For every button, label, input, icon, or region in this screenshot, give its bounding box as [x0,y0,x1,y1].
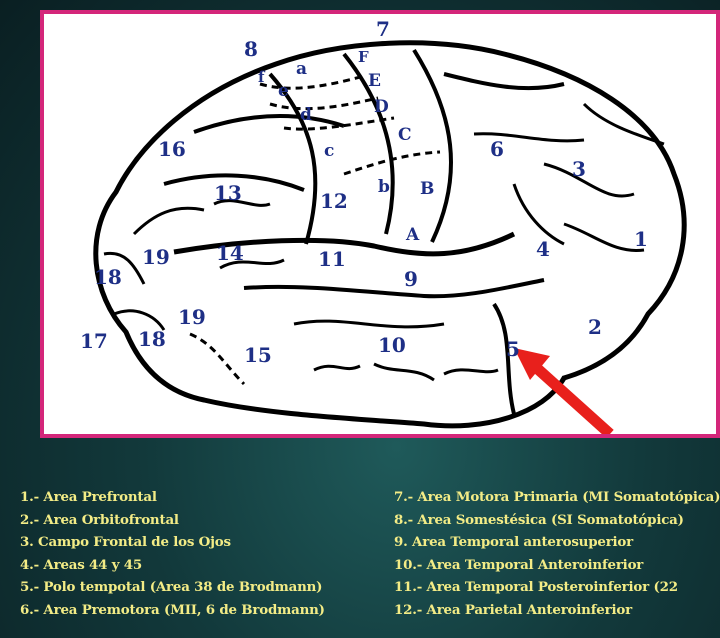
legend-item: 9. Area Temporal anterosuperior [394,534,634,551]
subdivision-label: e [278,81,289,101]
legend-item: 4.- Areas 44 y 45 [20,556,143,573]
legend-item: 12.- Area Parietal Anteroinferior [394,601,632,618]
precentral-sulcus [268,72,318,245]
superior-frontal-sulcus [193,114,345,134]
subdivision-label: A [405,225,420,245]
area-label: 2 [588,315,602,339]
subdivision-label: f [258,68,266,86]
area-label: 1 [634,227,648,251]
dashed-subdivision [189,332,246,386]
dashed-subdivision [259,74,365,90]
legend-item: 3. Campo Frontal de los Ojos [20,534,231,551]
inferior-frontal-sulcus [163,173,305,192]
subdivision-label: b [378,177,390,197]
area-label: 5 [506,337,520,361]
legend-item: 6.- Area Premotora (MII, 6 de Brodmann) [20,601,325,618]
legend-item: 2.- Area Orbitofrontal [20,511,179,528]
dashed-subdivision [343,150,441,176]
area-label: 4 [536,237,550,261]
subdivision-label: c [324,141,334,161]
area-label: 7 [376,17,390,41]
legend-right: 7.- Area Motora Primaria (MI Somatotópic… [394,486,720,622]
brain-diagram-frame: 1 2 3 4 5 6 7 8 9 10 11 12 13 14 15 16 1… [40,10,720,438]
subdivision-label: B [420,179,434,199]
temporal-boundary [492,302,516,415]
subdivision-label: C [398,125,412,145]
area-label: 14 [216,241,244,265]
intraparietal-sulcus [443,72,565,91]
dashed-subdivision [283,116,395,131]
area-label: 11 [318,247,346,271]
postcentral-sulcus [412,48,454,243]
superior-temporal-sulcus [243,278,545,299]
central-sulcus [342,52,395,235]
subdivision-label: F [358,48,369,66]
area-label: 8 [244,37,258,61]
legend-item: 7.- Area Motora Primaria (MI Somatotópic… [394,489,720,505]
area-label: 19 [142,245,170,269]
area-label: 13 [214,181,242,205]
area-label: 18 [138,327,166,351]
legend-item: 8.- Area Somestésica (SI Somatotópica) [394,511,684,528]
subdivision-label: D [374,97,389,117]
area-label: 12 [320,189,348,213]
area-label: 10 [378,333,406,357]
pointer-arrow [514,348,614,434]
area-label: 17 [80,329,108,353]
subdivision-label: a [296,59,307,79]
area-label: 19 [178,305,206,329]
legend-item: 11.- Area Temporal Posteroinferior (22 [394,579,678,596]
area-label: 6 [490,137,504,161]
lateral-fissure [173,231,516,257]
dashed-subdivision [269,96,379,111]
legend-item: 10.- Area Temporal Anteroinferior [394,556,644,573]
area-label: 18 [94,265,122,289]
subdivision-label: E [368,71,381,91]
subdivision-label: d [300,105,312,125]
area-label: 16 [158,137,186,161]
brain-lateral-view: 1 2 3 4 5 6 7 8 9 10 11 12 13 14 15 16 1… [80,17,687,434]
area-label: 9 [404,267,418,291]
legend-left: 1.- Area Prefrontal 2.- Area Orbitofront… [20,486,325,622]
legend-item: 1.- Area Prefrontal [20,489,157,505]
area-label: 15 [244,343,272,367]
area-label: 3 [572,157,586,181]
legend-item: 5.- Polo tempotal (Area 38 de Brodmann) [20,579,323,596]
